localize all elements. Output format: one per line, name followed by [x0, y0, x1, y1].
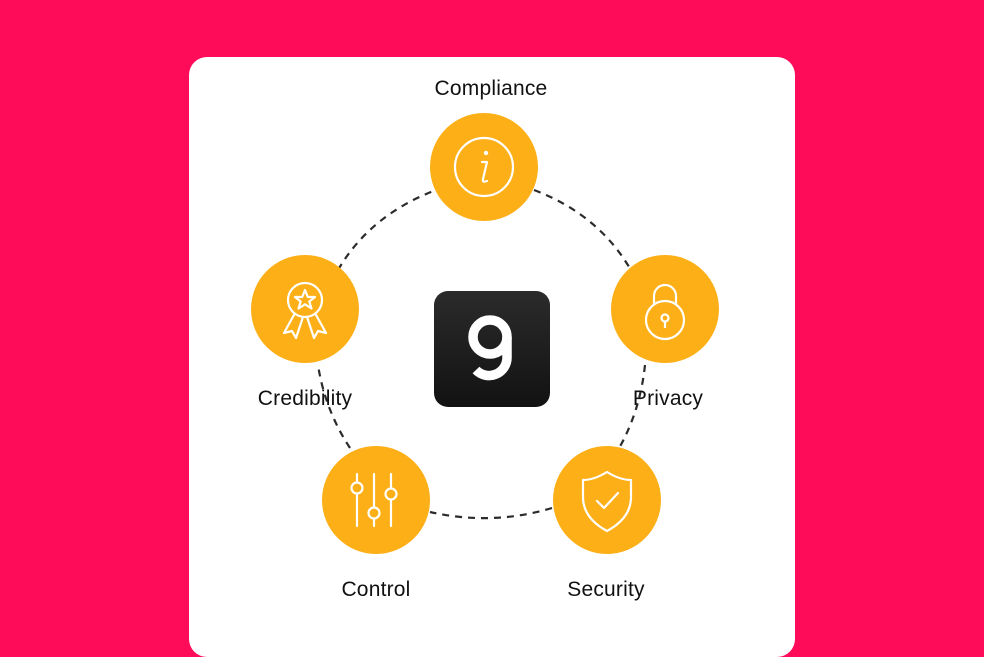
- node-security: [553, 446, 661, 554]
- connector-ring: [316, 188, 647, 520]
- shield-check-icon: [581, 470, 633, 533]
- info-icon: [453, 136, 515, 198]
- center-logo-tile: [434, 291, 550, 407]
- ecosystem-diagram: [251, 113, 719, 554]
- award-ribbon-icon: [282, 281, 328, 340]
- connector-credibility-compliance: [337, 188, 437, 271]
- connector-compliance-privacy: [533, 188, 633, 273]
- label-security: Security: [567, 578, 645, 601]
- node-control: [322, 446, 430, 554]
- label-credibility: Credibility: [257, 387, 353, 410]
- connector-privacy-security: [617, 364, 647, 451]
- label-control: Control: [341, 578, 411, 601]
- padlock-icon: [644, 283, 686, 341]
- sliders-icon: [350, 472, 398, 528]
- node-compliance: [430, 113, 538, 221]
- node-privacy: [611, 255, 719, 363]
- label-compliance: Compliance: [434, 77, 548, 100]
- connector-security-control: [429, 506, 553, 520]
- g-logo-icon: [468, 315, 512, 381]
- connector-control-credibility: [316, 364, 351, 449]
- label-privacy: Privacy: [632, 387, 704, 410]
- node-credibility: [251, 255, 359, 363]
